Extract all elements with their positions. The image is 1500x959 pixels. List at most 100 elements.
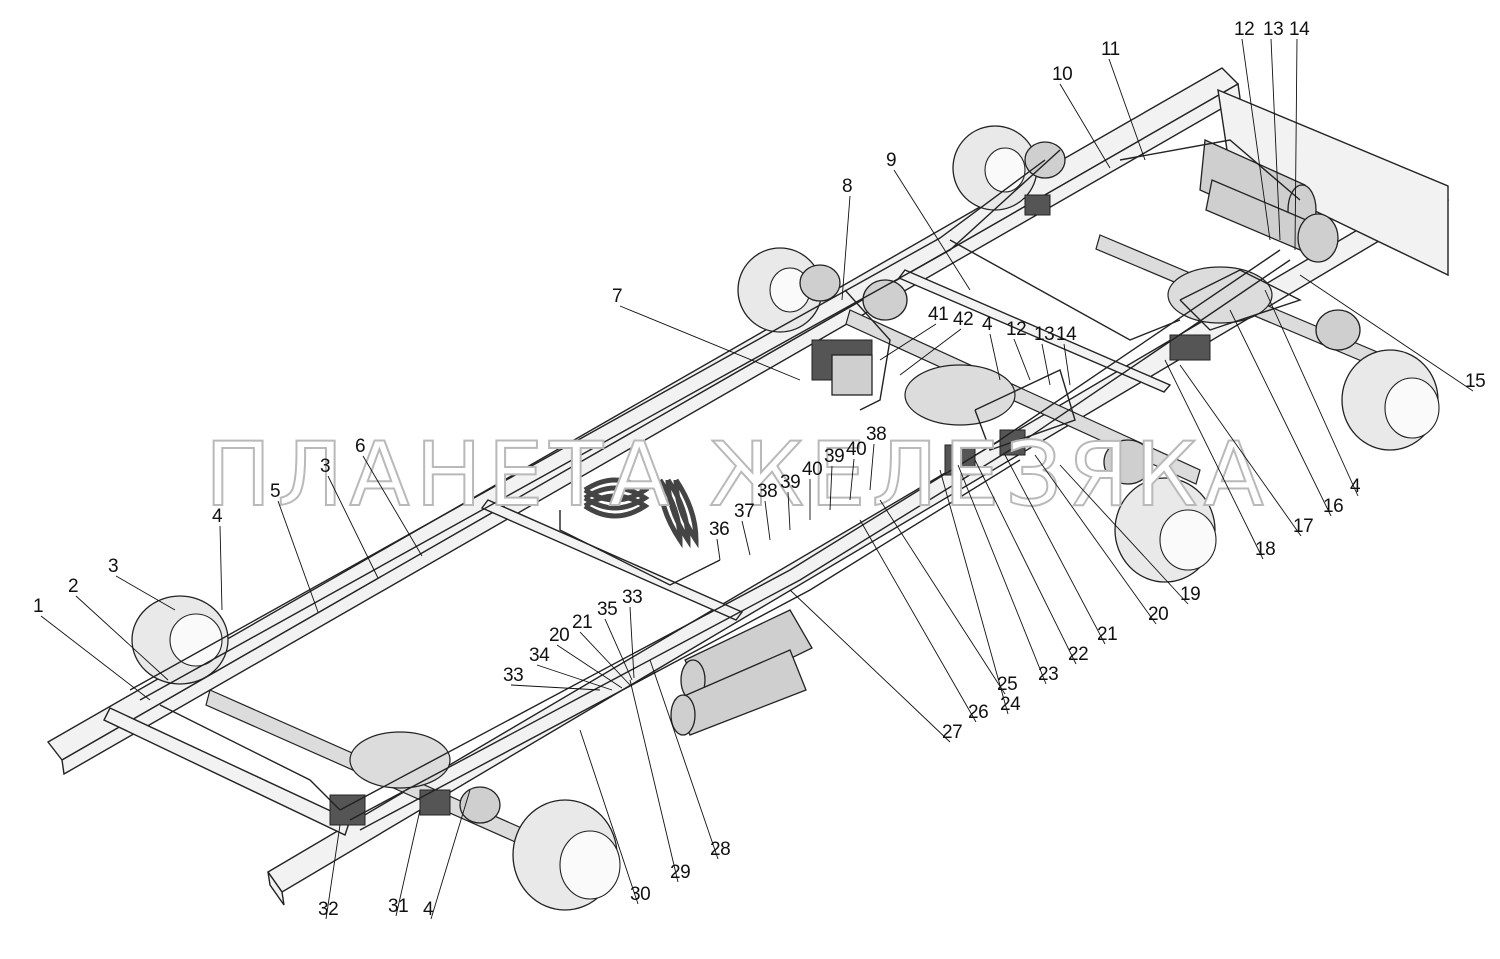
front-right-brake-chamber — [459, 786, 501, 824]
callout-label-9: 9 — [886, 150, 896, 171]
callout-leader-14 — [1063, 343, 1071, 386]
callout-leader-13 — [1270, 38, 1281, 241]
callout-leader-35 — [604, 618, 633, 681]
callout-label-2: 2 — [68, 576, 78, 597]
callout-leader-39 — [829, 465, 833, 511]
callout-label-38: 38 — [757, 481, 777, 502]
callout-label-12: 12 — [1006, 319, 1026, 340]
callout-leader-7 — [619, 305, 801, 381]
callout-leader-14 — [1294, 38, 1298, 251]
callout-label-4: 4 — [212, 506, 223, 527]
callout-leader-9 — [893, 169, 971, 291]
callout-leader-36 — [716, 538, 721, 561]
coiled-hose-right — [657, 478, 699, 549]
callout-leader-1 — [40, 615, 151, 701]
callout-leader-39 — [787, 491, 791, 531]
callout-leader-10 — [1059, 83, 1111, 169]
callout-leader-42 — [899, 328, 962, 376]
coiled-hoses — [583, 477, 699, 549]
callout-label-29: 29 — [670, 862, 690, 883]
brake-chambers — [459, 141, 1361, 824]
left-frame-rail-flange — [61, 82, 1241, 776]
callout-leader-12 — [1241, 38, 1271, 241]
callout-leader-2 — [75, 595, 169, 681]
callout-leader-21 — [579, 631, 631, 686]
callout-leader-16 — [1229, 309, 1332, 517]
pipeline-valve-feed — [844, 289, 891, 411]
chassis-frame — [46, 67, 1450, 906]
pipeline-right-main — [339, 249, 1281, 811]
callout-leader-12 — [1013, 338, 1031, 381]
callout-label-39: 39 — [824, 446, 844, 467]
callout-label-39: 39 — [780, 472, 800, 493]
pipeline-left-main — [129, 159, 1046, 691]
callout-leader-33 — [629, 606, 635, 679]
rear-air-receiver-lower-end — [1297, 213, 1339, 263]
callout-leader-4 — [989, 333, 1001, 381]
front-right-hub-cap — [559, 830, 621, 900]
callout-leader-4 — [430, 789, 471, 920]
callout-leader-4 — [219, 525, 223, 611]
callout-label-3: 3 — [320, 456, 330, 477]
front-protection-valve — [419, 789, 451, 816]
callout-leader-5 — [277, 500, 319, 613]
callout-label-24: 24 — [1000, 694, 1021, 715]
callout-leader-21 — [1004, 454, 1106, 645]
callout-label-14: 14 — [1056, 324, 1077, 345]
rear-left-hub — [984, 147, 1026, 193]
callout-leader-31 — [395, 809, 421, 917]
cross-member-1 — [480, 499, 744, 621]
callout-leader-34 — [536, 664, 613, 691]
callout-leader-17 — [1179, 364, 1302, 537]
callout-label-1: 1 — [33, 596, 43, 617]
callout-leader-19 — [1059, 464, 1189, 605]
air-receivers — [670, 139, 1339, 736]
callout-label-23: 23 — [1038, 664, 1058, 685]
middle-axle-beam — [845, 309, 1201, 485]
callout-label-11: 11 — [1101, 39, 1120, 60]
callout-label-34: 34 — [529, 645, 550, 666]
callout-leader-3 — [115, 575, 176, 611]
callout-leader-27 — [789, 589, 951, 743]
axles — [205, 234, 1421, 861]
callout-label-12: 12 — [1234, 19, 1254, 40]
callout-label-17: 17 — [1293, 516, 1313, 537]
front-left-hub — [169, 613, 223, 667]
cross-member-2 — [897, 269, 1172, 393]
air-pipelines — [129, 139, 1302, 831]
callout-leader-37 — [741, 520, 751, 556]
callout-leader-26 — [859, 519, 977, 723]
middle-left-brake-chamber — [799, 264, 841, 302]
callout-leader-30 — [579, 729, 639, 905]
callout-leader-40 — [849, 458, 855, 501]
callout-label-13: 13 — [1034, 324, 1054, 345]
callout-leader-24 — [939, 469, 1009, 715]
rear-right-brake-chamber — [1315, 309, 1361, 351]
pipeline-middle-cross — [949, 239, 1181, 341]
front-cross-member — [103, 707, 351, 836]
rear-right-hub-cap — [1384, 377, 1440, 439]
callout-label-14: 14 — [1289, 19, 1310, 40]
callout-leader-28 — [649, 659, 719, 860]
callout-label-42: 42 — [953, 309, 973, 330]
callout-leader-41 — [879, 323, 937, 361]
callout-leader-15 — [1299, 274, 1474, 392]
callout-leader-29 — [629, 679, 679, 883]
pipeline-rear-receiver — [1119, 139, 1301, 201]
middle-right-brake-chamber — [1103, 439, 1153, 485]
relay-valve — [1169, 334, 1211, 361]
callout-label-4: 4 — [982, 314, 993, 335]
callout-label-5: 5 — [270, 481, 280, 502]
right-frame-rail-end — [267, 871, 285, 906]
front-air-receiver-lower-end — [670, 694, 696, 736]
callout-label-35: 35 — [597, 599, 617, 620]
pipeline-hose-bracket — [559, 510, 721, 586]
callout-leader-6 — [362, 455, 423, 557]
pipeline-left-secondary — [139, 149, 1061, 701]
callout-label-21: 21 — [572, 612, 592, 633]
callout-leader-20 — [556, 644, 623, 689]
callout-label-40: 40 — [802, 459, 822, 480]
